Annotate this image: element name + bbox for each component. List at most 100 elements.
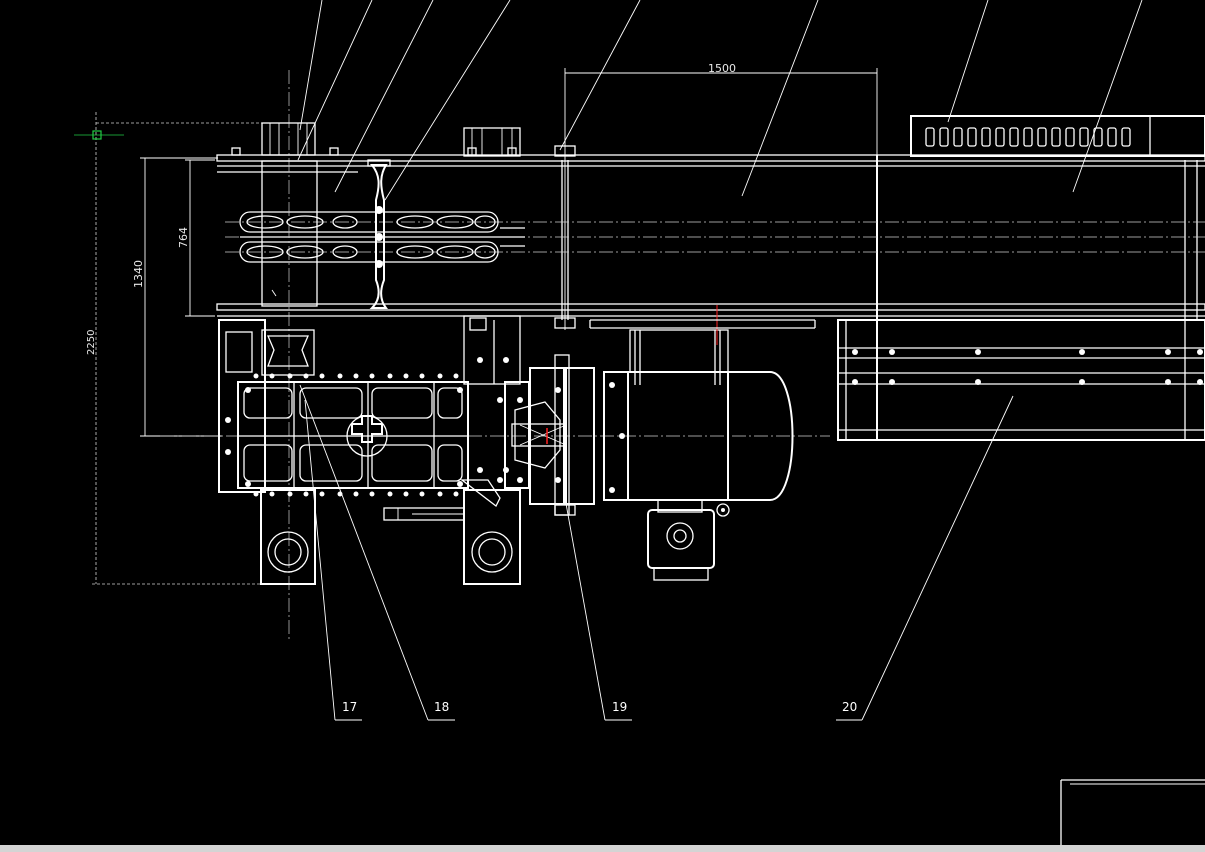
bolt-icon	[319, 373, 325, 379]
title-block-corner	[1060, 779, 1205, 852]
bolt-icon	[419, 373, 425, 379]
bolt-icon	[889, 379, 895, 385]
vent-slot	[1121, 127, 1131, 147]
dimension-764: 764	[177, 159, 215, 317]
bolt-icon	[975, 379, 981, 385]
bolt-icon	[253, 373, 259, 379]
bolt-icon	[337, 373, 343, 379]
coupling	[504, 145, 595, 516]
vent-slot	[1093, 127, 1103, 147]
bolt-icon	[609, 382, 615, 388]
bolt-icon	[387, 373, 393, 379]
vent-slot	[981, 127, 991, 147]
dimension-764-text: 764	[177, 227, 190, 248]
bolt-icon	[1197, 349, 1203, 355]
bolt-icon	[269, 373, 275, 379]
bolt-icon	[287, 373, 293, 379]
callout-18: 18	[299, 384, 455, 721]
gearbox-housing	[218, 315, 521, 493]
bolt-icon	[1165, 379, 1171, 385]
bolt-icon	[245, 481, 251, 487]
bolt-icon	[889, 349, 895, 355]
bolt-icon	[369, 491, 375, 497]
vent-slot	[1051, 127, 1061, 147]
side-frame-bolts	[852, 349, 1203, 385]
vent-slot	[1037, 127, 1047, 147]
inspection-cover	[910, 115, 1205, 157]
dimension-1340-text: 1340	[132, 260, 145, 288]
bolt-icon	[497, 397, 503, 403]
bolt-icon	[517, 477, 523, 483]
callout-19: 19	[564, 497, 632, 721]
bolt-icon	[503, 357, 509, 363]
vent-slot	[953, 127, 963, 147]
dimension-2250: 2250	[86, 112, 262, 585]
bolt-icon	[319, 491, 325, 497]
vent-slot	[995, 127, 1005, 147]
callout-17-label: 17	[342, 700, 357, 714]
bolt-icon	[555, 477, 561, 483]
bolt-icon	[517, 397, 523, 403]
bolt-icon	[387, 491, 393, 497]
bolt-icon	[477, 467, 483, 473]
bolt-icon	[1079, 349, 1085, 355]
vent-slot	[925, 127, 935, 147]
bolt-icon	[369, 373, 375, 379]
bolt-icon	[303, 491, 309, 497]
dimension-1340: 1340	[132, 157, 222, 437]
vent-slot	[1009, 127, 1019, 147]
drive-chain	[239, 211, 525, 263]
bolt-icon	[453, 491, 459, 497]
vent-slot	[1023, 127, 1033, 147]
callout-18-label: 18	[434, 700, 449, 714]
bolt-icon	[609, 487, 615, 493]
vent-slot	[1079, 127, 1089, 147]
bolt-icon	[269, 491, 275, 497]
callout-20: 20	[836, 395, 1014, 721]
bolt-icon	[353, 373, 359, 379]
top-leader-lines	[297, 0, 1143, 201]
bolt-icon	[437, 491, 443, 497]
bolt-icon	[403, 373, 409, 379]
bolt-icon	[303, 373, 309, 379]
vent-slot	[1065, 127, 1075, 147]
bolt-icon	[245, 387, 251, 393]
vent-slot	[1107, 127, 1117, 147]
bolt-icon	[457, 481, 463, 487]
conveyor-frame	[216, 154, 1205, 440]
bolt-icon	[1079, 379, 1085, 385]
bolt-icon	[453, 373, 459, 379]
bolt-icon	[555, 387, 561, 393]
callout-17: 17	[304, 399, 362, 721]
bolt-icon	[437, 373, 443, 379]
bolt-icon	[852, 349, 858, 355]
gearbox-foot-right	[383, 479, 521, 585]
gearbox-foot-left	[260, 489, 316, 585]
bolt-icon	[619, 433, 625, 439]
bearing-block-top	[463, 127, 521, 157]
bolt-icon	[1165, 349, 1171, 355]
chain-flight	[367, 159, 391, 309]
status-bar	[0, 845, 1205, 852]
snap-marker-icon[interactable]	[74, 130, 124, 140]
callout-19-label: 19	[612, 700, 627, 714]
vent-slot	[967, 127, 977, 147]
side-frame-right	[837, 319, 1205, 441]
dimension-1500-text: 1500	[708, 62, 736, 75]
bolt-icon	[403, 491, 409, 497]
bolt-icon	[353, 491, 359, 497]
bolt-icon	[975, 349, 981, 355]
dimension-2250-text: 2250	[86, 330, 97, 355]
bolt-icon	[1197, 379, 1203, 385]
bolt-icon	[852, 379, 858, 385]
dimension-1500: 1500	[564, 62, 878, 330]
bolt-icon	[225, 449, 231, 455]
bolt-icon	[477, 357, 483, 363]
bolt-icon	[253, 491, 259, 497]
electric-motor	[589, 305, 816, 581]
callout-20-label: 20	[842, 700, 857, 714]
bolt-icon	[497, 477, 503, 483]
bolt-icon	[225, 417, 231, 423]
vent-slot	[939, 127, 949, 147]
